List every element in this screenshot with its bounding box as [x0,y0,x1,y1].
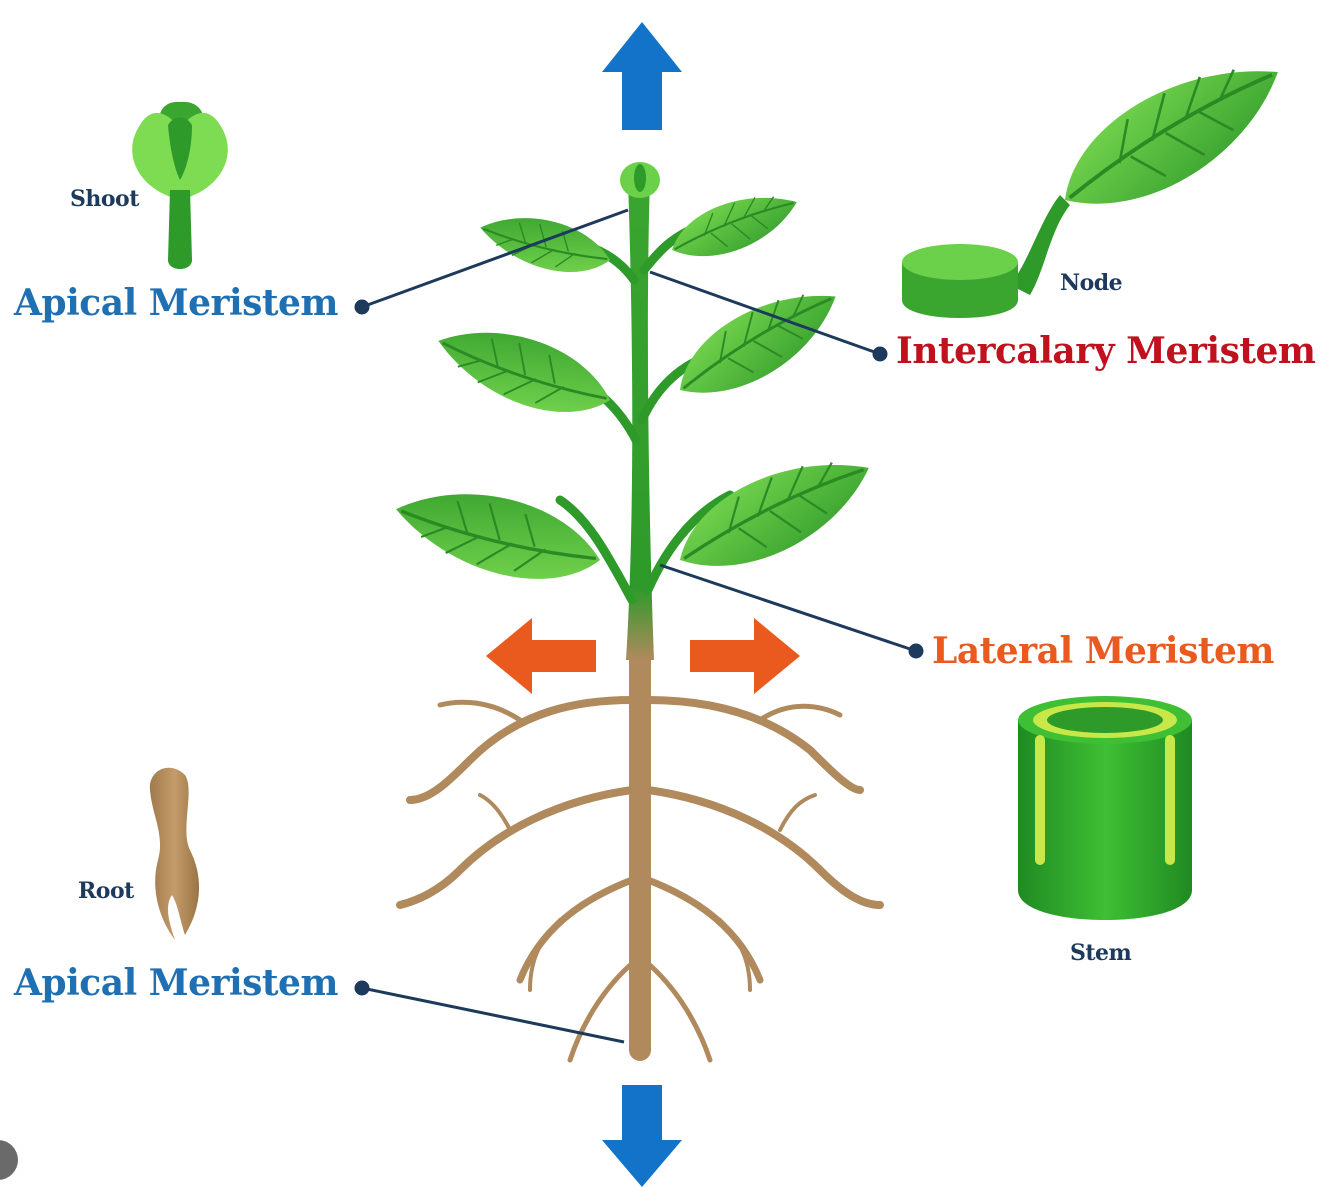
node-icon [902,41,1305,318]
apical-bud [620,162,660,198]
plant-roots [396,629,884,1063]
stem-caption: Stem [1070,940,1132,966]
shoot-caption: Shoot [70,186,139,212]
root-caption: Root [78,878,134,904]
orange-side-arrows-icon [486,618,800,694]
blue-up-arrow-icon [602,22,682,130]
intercalary-meristem-label: Intercalary Meristem [896,330,1316,372]
node-caption: Node [1060,270,1123,296]
corner-overlay-button[interactable] [0,1140,18,1180]
stem-cylinder-icon [1018,696,1192,920]
shoot-icon [132,101,228,269]
apical-meristem-shoot-label: Apical Meristem [14,282,339,324]
apical-meristem-root-label: Apical Meristem [14,962,339,1004]
blue-down-arrow-icon [602,1085,682,1187]
root-icon [149,767,200,940]
lateral-meristem-label: Lateral Meristem [932,630,1274,672]
leader-lines [354,208,924,1044]
